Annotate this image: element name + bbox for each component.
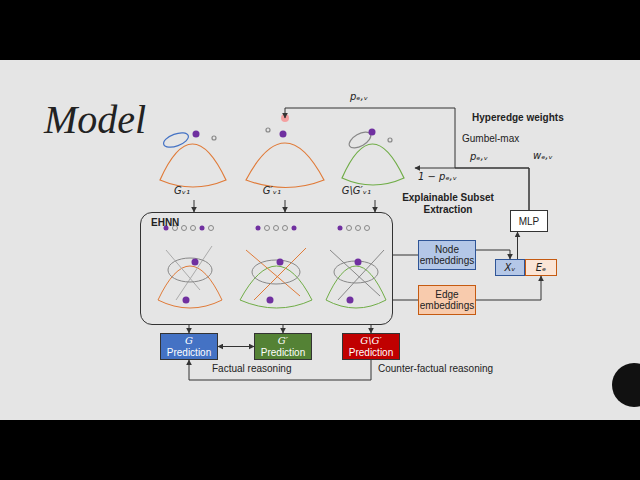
- box-label: Xᵥ: [504, 262, 515, 273]
- connector: [194, 200, 195, 212]
- ehnn-sketch: [158, 226, 386, 309]
- text-label: Factual reasoning: [212, 363, 292, 374]
- text-label: wₑ,ᵥ: [533, 150, 553, 161]
- prediction-box: GPrediction: [160, 333, 218, 360]
- hypergraph-panel: Gᵥ₁: [150, 118, 238, 200]
- connector: [283, 325, 284, 333]
- text-label: pₑ,ᵥ: [470, 151, 488, 162]
- corner-button: [612, 363, 640, 407]
- hypergraph-sketch: [160, 130, 226, 187]
- text-label: Gumbel-max: [462, 133, 519, 144]
- box-label: MLP: [519, 216, 540, 227]
- prediction-box: G\G′Prediction: [342, 333, 400, 360]
- box-label: Node embeddings: [419, 244, 475, 266]
- embedding-box: Node embeddings: [418, 240, 476, 270]
- slide-title: Model: [44, 96, 146, 143]
- model-name: EHNN: [151, 217, 179, 228]
- text-label: Hyperedge weights: [472, 112, 564, 123]
- feature-cell: Xᵥ: [495, 259, 525, 276]
- connector: [476, 250, 510, 259]
- graph-label: Gᵥ₁: [174, 185, 190, 196]
- connector: [189, 360, 371, 380]
- connector: [285, 200, 286, 212]
- text-label: Counter-factual reasoning: [378, 363, 493, 374]
- embedding-box: Edge embeddings: [418, 285, 476, 315]
- hypergraph-sketch: [246, 114, 324, 188]
- graph-symbol: G′: [278, 335, 288, 347]
- box-label: Eₑ: [536, 262, 547, 273]
- graph-symbol: G: [185, 335, 193, 347]
- connector: [189, 325, 190, 333]
- process-box: MLP: [510, 210, 548, 232]
- connector: [393, 300, 418, 301]
- hypergraph-sketch: [342, 129, 404, 186]
- hypergraph-panel: G\G′ᵥ₁: [335, 118, 415, 200]
- text-label: Explainable Subset Extraction: [398, 192, 498, 216]
- edge-label: 1 − pₑ,ᵥ: [418, 171, 457, 182]
- connector: [517, 232, 518, 259]
- feature-cell: Eₑ: [525, 259, 557, 276]
- box-label: Prediction: [167, 347, 211, 358]
- connector: [393, 255, 418, 256]
- slide-background: [0, 60, 640, 420]
- graph-label: G′ᵥ₁: [263, 185, 281, 196]
- graph-label: G\G′ᵥ₁: [342, 185, 371, 196]
- connector: [415, 168, 529, 210]
- prediction-box: G′Prediction: [254, 333, 312, 360]
- connector: [375, 200, 376, 212]
- box-label: Edge embeddings: [419, 289, 475, 311]
- connector: [476, 276, 541, 300]
- edge-label: pₑ,ᵥ: [350, 91, 368, 102]
- box-label: Prediction: [349, 347, 393, 358]
- connector: [371, 325, 372, 333]
- graph-symbol: G\G′: [360, 335, 382, 347]
- box-label: Prediction: [261, 347, 305, 358]
- model-container: EHNN: [140, 212, 393, 325]
- connector: [218, 346, 254, 347]
- hypergraph-panel: G′ᵥ₁: [240, 118, 330, 200]
